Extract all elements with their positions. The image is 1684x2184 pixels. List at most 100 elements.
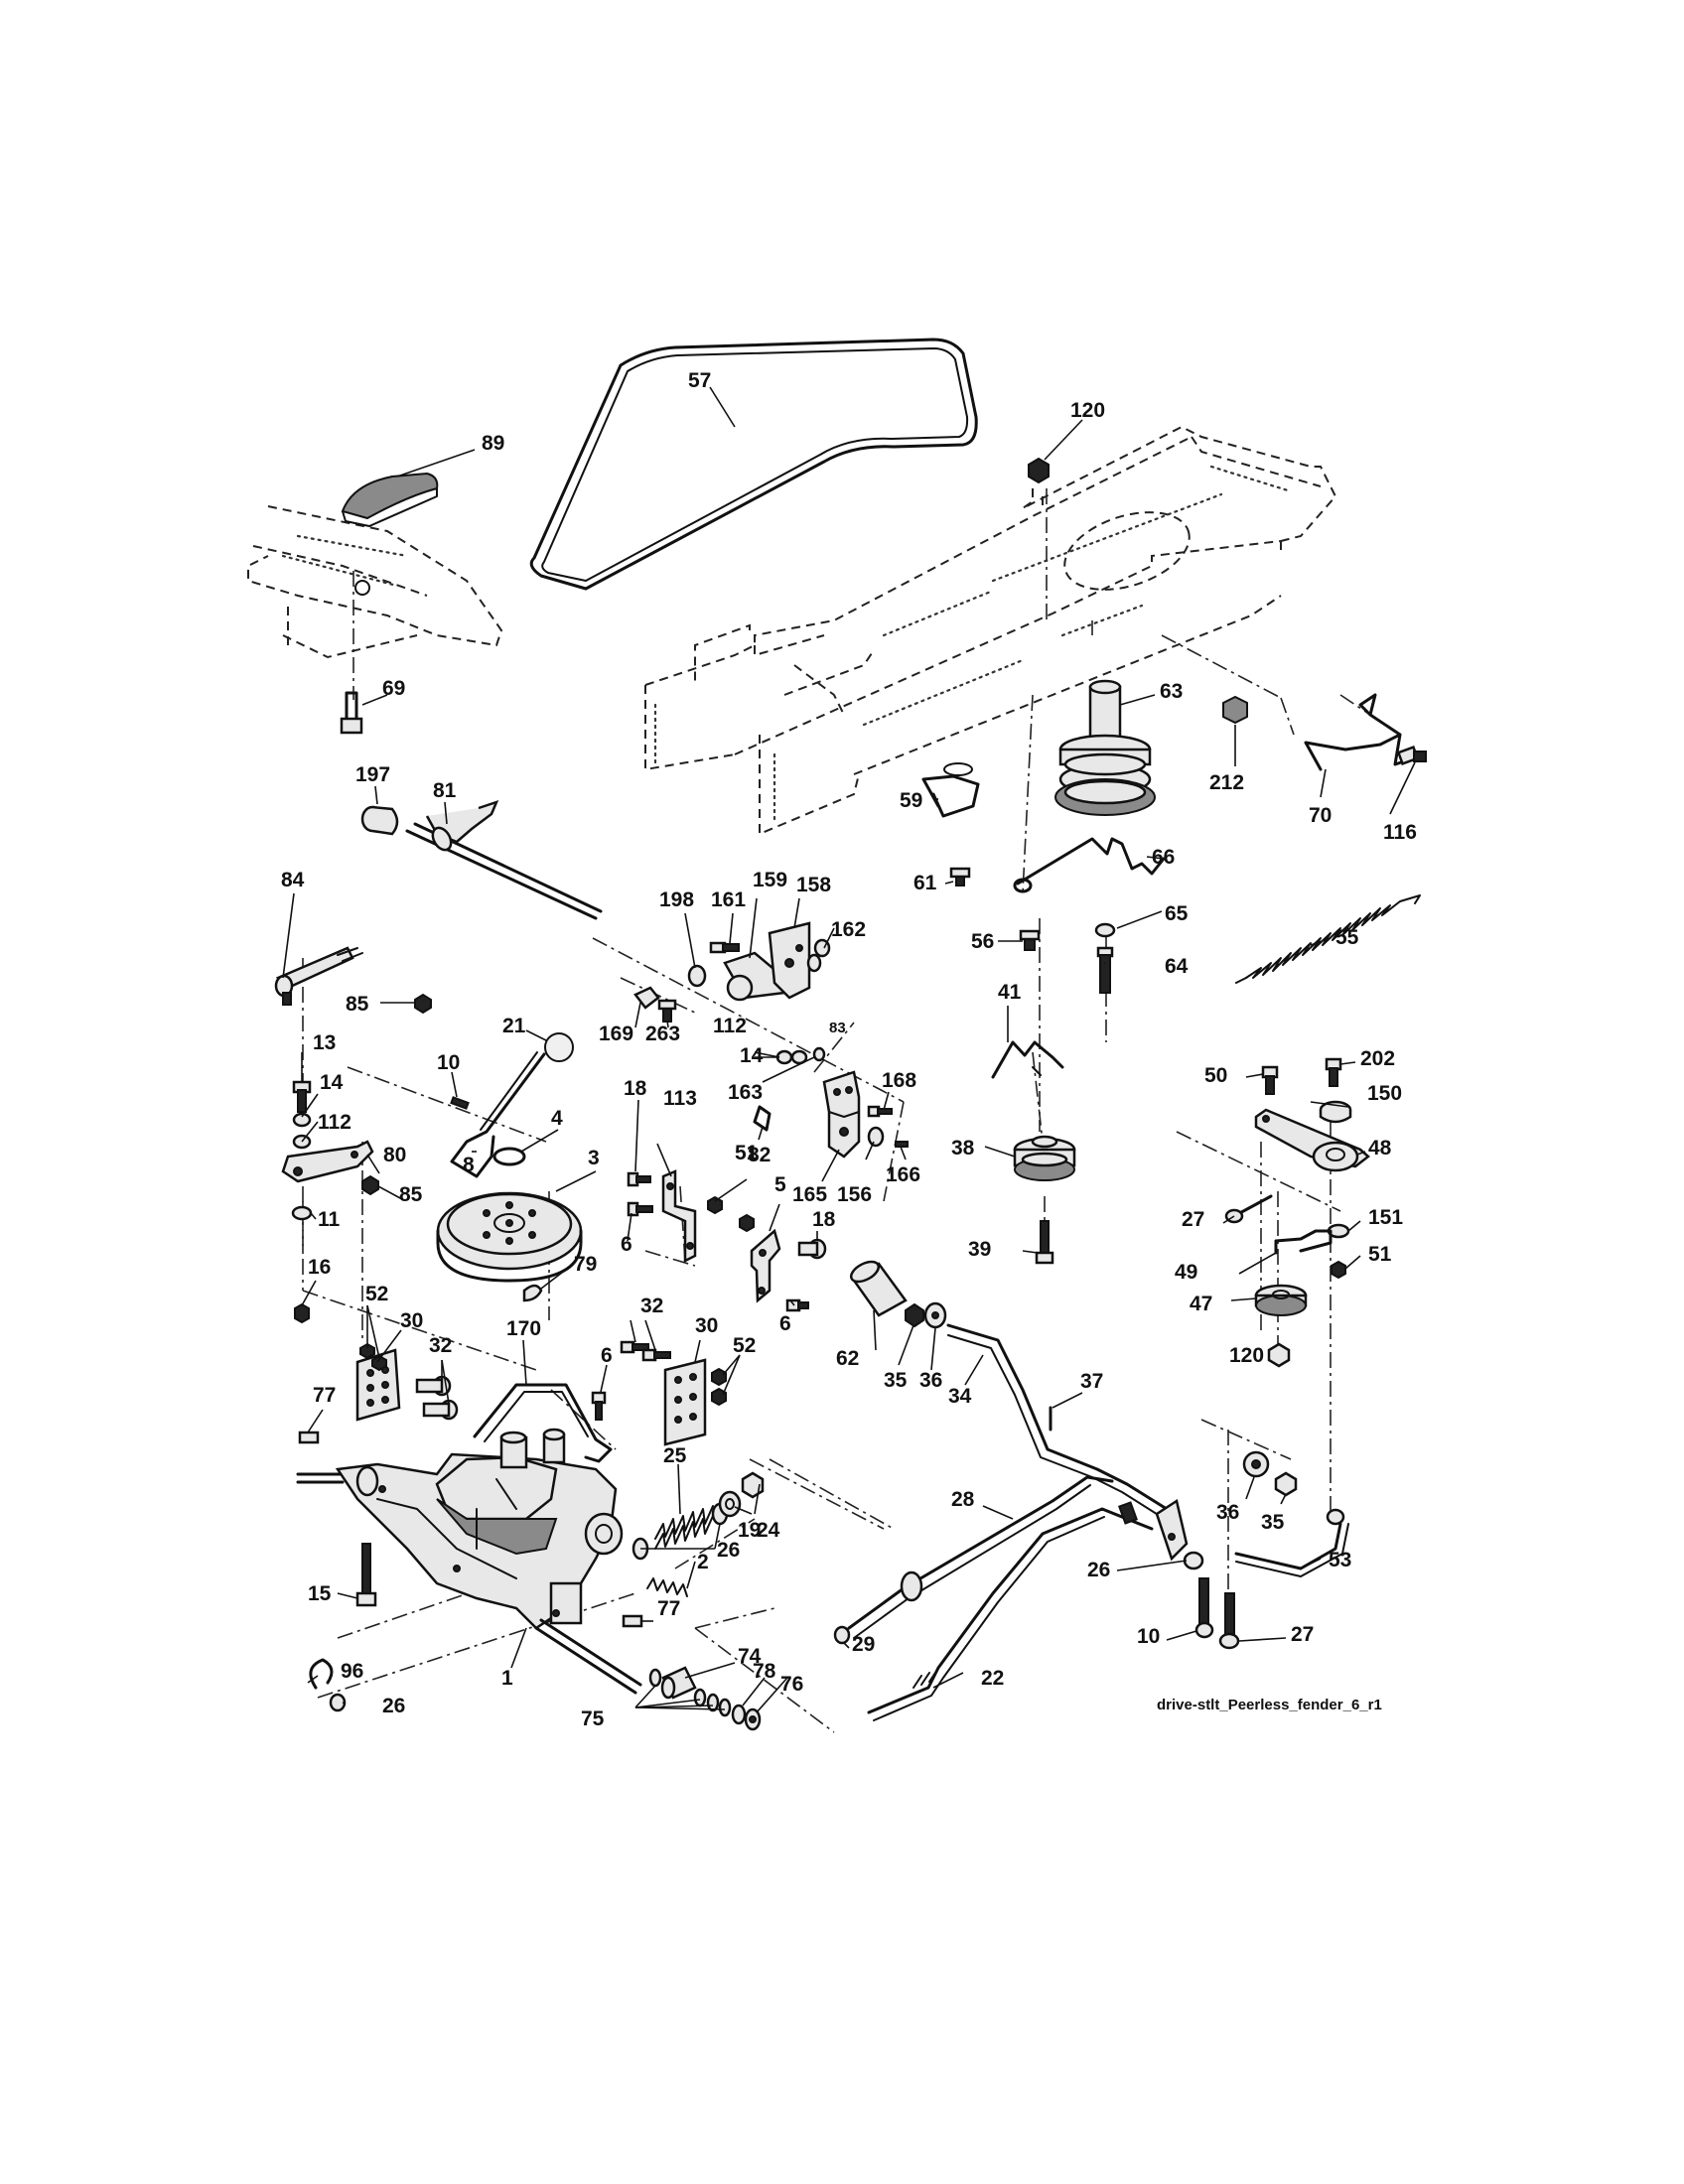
part-51-nut-a <box>707 1195 723 1215</box>
callout-69: 69 <box>382 677 405 700</box>
diagram-caption: drive-stlt_Peerless_fender_6_r1 <box>1157 1697 1382 1713</box>
callout-10: 10 <box>437 1051 460 1074</box>
part-25-spring <box>654 1505 714 1550</box>
callout-78: 78 <box>753 1660 776 1683</box>
part-77-pin-b <box>622 1614 643 1628</box>
part-8-lever <box>450 1051 546 1178</box>
part-29-cap <box>833 1625 851 1645</box>
callout-6: 6 <box>601 1344 613 1367</box>
callout-74: 74 <box>738 1645 762 1668</box>
callout-59: 59 <box>900 789 922 812</box>
callout-158: 158 <box>796 874 831 896</box>
callout-30: 30 <box>400 1309 423 1332</box>
part-198-washer <box>687 964 707 988</box>
callout-39: 39 <box>968 1238 991 1261</box>
part-150-spacer <box>1319 1100 1352 1124</box>
part-27-pin-a <box>1224 1194 1273 1224</box>
callout-6: 6 <box>621 1233 632 1256</box>
part-159-bracket <box>723 921 822 1002</box>
part-52-nut-b <box>711 1367 727 1407</box>
callout-24: 24 <box>757 1519 780 1542</box>
callout-79: 79 <box>574 1253 597 1276</box>
part-202-bolt <box>1325 1057 1342 1087</box>
callout-26: 26 <box>382 1695 405 1717</box>
callout-21: 21 <box>502 1015 526 1037</box>
callout-52: 52 <box>733 1334 756 1357</box>
part-26-washer-c <box>329 1693 347 1712</box>
callout-50: 50 <box>1204 1064 1227 1087</box>
part-19-bushing <box>718 1490 742 1518</box>
callout-81: 81 <box>433 779 457 802</box>
callout-212: 212 <box>1209 771 1244 794</box>
callout-3: 3 <box>588 1147 600 1169</box>
part-35-nut-a <box>905 1302 924 1328</box>
callout-151: 151 <box>1368 1206 1403 1229</box>
part-26-washer-b <box>1183 1551 1204 1570</box>
part-65-washer <box>1094 922 1116 938</box>
part-83-spacer <box>812 1046 826 1062</box>
part-89-pad <box>341 472 439 527</box>
callout-14: 14 <box>740 1044 764 1067</box>
callout-56: 56 <box>971 930 994 953</box>
callout-197: 197 <box>355 763 390 786</box>
part-3-pulley <box>436 1191 583 1283</box>
part-38-pulley <box>1013 1135 1076 1181</box>
part-55-spring <box>1235 894 1421 984</box>
part-30-plate-a <box>355 1348 401 1422</box>
callout-29: 29 <box>852 1633 875 1656</box>
part-170-rod <box>473 1383 613 1463</box>
callout-11: 11 <box>318 1208 341 1231</box>
part-10-bolt-a <box>450 1096 470 1110</box>
callout-85: 85 <box>346 993 369 1016</box>
callout-27: 27 <box>1291 1623 1314 1646</box>
callout-22: 22 <box>981 1667 1004 1690</box>
part-75-washers <box>648 1668 732 1717</box>
callout-28: 28 <box>951 1488 975 1511</box>
part-113-bracket <box>661 1169 697 1264</box>
callout-82: 82 <box>748 1144 771 1166</box>
callout-8: 8 <box>463 1154 475 1176</box>
part-15-bolt <box>355 1543 377 1607</box>
part-168-bolt <box>867 1105 893 1118</box>
callout-63: 63 <box>1160 680 1183 703</box>
part-74-spacer <box>660 1666 697 1700</box>
callout-76: 76 <box>780 1673 803 1696</box>
callout-36: 36 <box>919 1369 942 1392</box>
part-70-clip <box>1304 693 1412 771</box>
callout-36: 36 <box>1216 1501 1239 1524</box>
callout-66: 66 <box>1152 846 1175 869</box>
callout-61: 61 <box>913 872 937 894</box>
callout-14: 14 <box>320 1071 344 1094</box>
callout-51: 51 <box>1368 1243 1392 1266</box>
part-59-clip <box>921 762 980 818</box>
part-165-bracket <box>822 1070 861 1159</box>
callout-38: 38 <box>951 1137 975 1160</box>
part-34-rod <box>946 1323 1189 1562</box>
part-36-washer-a <box>923 1301 947 1329</box>
part-76-nut <box>744 1707 762 1731</box>
part-28-rod <box>847 1475 1114 1639</box>
part-78-washer <box>731 1704 747 1725</box>
callout-62: 62 <box>836 1347 859 1370</box>
part-62-bushing <box>849 1260 908 1317</box>
part-18-bolt-a <box>627 1171 651 1187</box>
callout-89: 89 <box>482 432 504 455</box>
callout-4: 4 <box>551 1107 563 1130</box>
part-6-bolt-a <box>627 1201 653 1217</box>
callout-84: 84 <box>281 869 305 891</box>
part-96-clip <box>309 1658 334 1690</box>
part-120-nut-b <box>1267 1342 1291 1368</box>
callout-77: 77 <box>313 1384 336 1407</box>
callout-55: 55 <box>1335 926 1359 949</box>
part-39-bolt <box>1035 1220 1054 1265</box>
callout-168: 168 <box>882 1069 916 1092</box>
part-30-plate-b <box>663 1358 707 1446</box>
part-69-bolt <box>340 691 363 735</box>
part-53-rod <box>1234 1508 1349 1577</box>
callout-96: 96 <box>341 1660 363 1683</box>
callout-1: 1 <box>501 1667 513 1690</box>
callout-165: 165 <box>792 1183 827 1206</box>
part-48-arm <box>1254 1108 1370 1172</box>
part-11-washer <box>291 1205 313 1221</box>
callout-30: 30 <box>695 1314 718 1337</box>
